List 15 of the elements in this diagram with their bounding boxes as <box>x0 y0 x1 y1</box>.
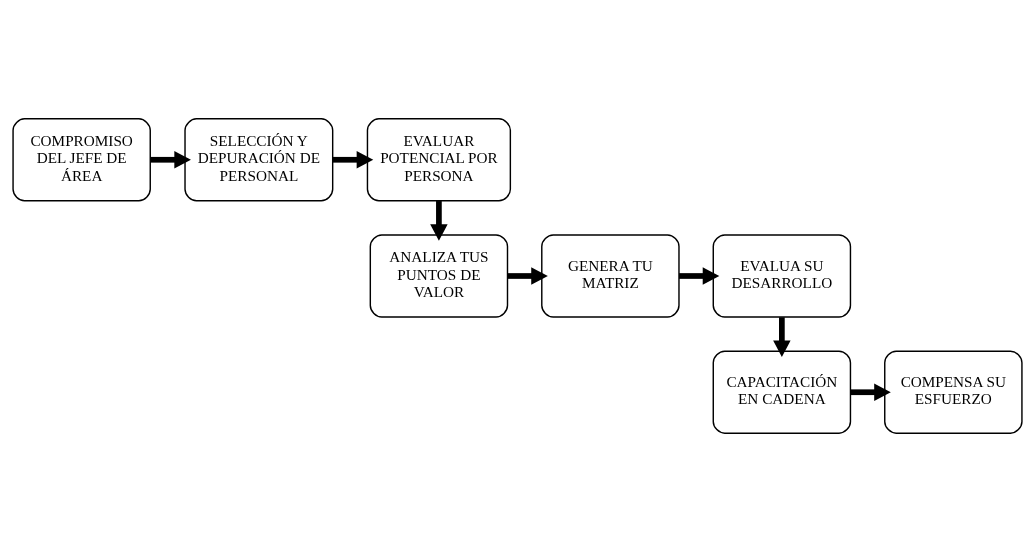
arrow <box>679 266 720 285</box>
node-box: EVALUAR POTENCIAL POR PERSONA <box>366 117 512 201</box>
node-box: COMPENSA SU ESFUERZO <box>884 350 1023 434</box>
arrow <box>430 200 448 241</box>
arrow <box>773 316 791 357</box>
arrow <box>507 266 548 285</box>
arrow <box>332 150 374 168</box>
node-box: ANALIZA TUS PUNTOS DE VALOR <box>369 233 509 318</box>
node-box: SELECCIÓN Y DEPURACIÓN DE PERSONAL <box>184 117 334 201</box>
node-box: CAPACITACIÓN EN CADENA <box>712 350 852 434</box>
arrow <box>150 150 191 168</box>
node-box: EVALUA SU DESARROLLO <box>712 233 852 318</box>
arrow <box>850 383 891 401</box>
node-box: COMPROMISO DEL JEFE DE ÁREA <box>12 117 151 201</box>
node-box: GENERA TU MATRIZ <box>541 233 680 318</box>
